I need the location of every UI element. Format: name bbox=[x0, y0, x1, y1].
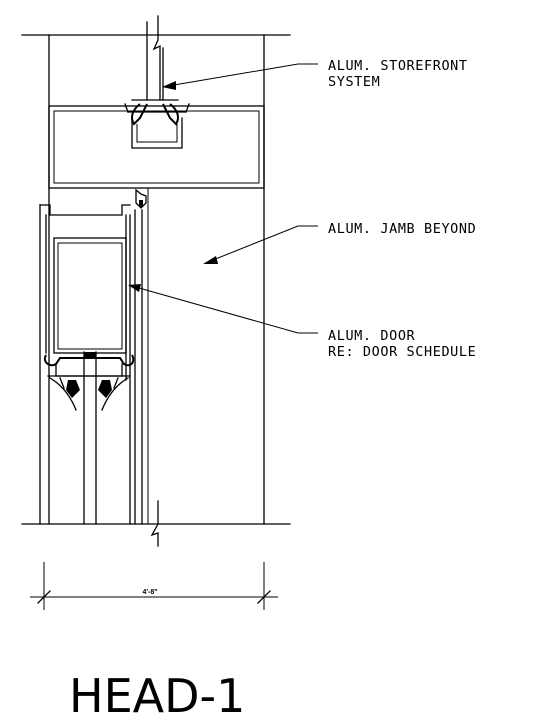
head-frame bbox=[48, 103, 265, 189]
storefront-mullion bbox=[131, 21, 179, 126]
label-storefront-line1: ALUM. STOREFRONT bbox=[328, 58, 468, 74]
label-storefront-line2: SYSTEM bbox=[328, 74, 380, 90]
door-glazing-pocket bbox=[44, 351, 135, 525]
door-rail bbox=[39, 204, 131, 525]
label-door-line1: ALUM. DOOR bbox=[328, 328, 416, 344]
label-jamb: ALUM. JAMB BEYOND bbox=[328, 221, 476, 237]
break-line-top bbox=[152, 15, 161, 101]
door-stop bbox=[135, 188, 147, 209]
dimension-value: 4'-8" bbox=[142, 589, 157, 596]
door-frame-vertical bbox=[129, 188, 149, 525]
dimension-line bbox=[30, 562, 278, 610]
label-door-line2: RE: DOOR SCHEDULE bbox=[328, 344, 476, 360]
leader-door bbox=[128, 284, 318, 334]
leader-jamb bbox=[203, 225, 318, 264]
drawing-title: HEAD-1 bbox=[69, 669, 245, 722]
leader-storefront bbox=[162, 63, 318, 90]
break-line-bottom bbox=[150, 500, 159, 547]
wall-outline bbox=[21, 34, 291, 525]
